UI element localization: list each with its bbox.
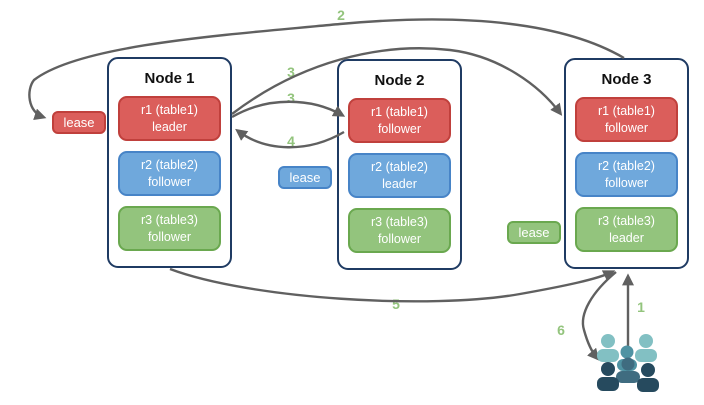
replica-name: r3 (table3)	[141, 213, 198, 228]
replica-name: r2 (table2)	[141, 158, 198, 173]
replica-name: r1 (table1)	[598, 104, 655, 119]
replica-role: leader	[609, 230, 644, 245]
arrow-6-node3-to-clients	[581, 271, 617, 361]
replica-role: follower	[147, 174, 192, 189]
replica-name: r3 (table3)	[371, 215, 428, 230]
node2-replica-r1-table1: r1 (table1) follower	[348, 98, 451, 143]
replica-name: r1 (table1)	[141, 103, 198, 118]
step-label-6: 6	[557, 322, 565, 338]
step-label-4: 4	[287, 133, 295, 149]
replica-name: r2 (table2)	[598, 159, 655, 174]
step-label-3b: 3	[287, 90, 295, 106]
node-1-card: Node 1 r1 (table1) leader r2 (table2) fo…	[107, 57, 232, 268]
node-3-title: Node 3	[601, 71, 652, 88]
people-group-icon	[597, 334, 659, 392]
node1-replica-r2-table2: r2 (table2) follower	[118, 151, 221, 196]
node3-replica-r2-table2: r2 (table2) follower	[575, 152, 678, 197]
replica-role: follower	[604, 175, 649, 190]
step-label-3a: 3	[287, 64, 295, 80]
node2-replica-r2-table2: r2 (table2) leader	[348, 153, 451, 198]
node-1-title: Node 1	[144, 70, 195, 87]
replica-role: follower	[377, 231, 422, 246]
node-3-card: Node 3 r1 (table1) follower r2 (table2) …	[564, 58, 689, 269]
replica-name: r1 (table1)	[371, 105, 428, 120]
replica-role: leader	[152, 119, 187, 134]
arrow-5-node1-to-node3	[169, 267, 616, 303]
replica-role: leader	[382, 176, 417, 191]
node3-replica-r1-table1: r1 (table1) follower	[575, 97, 678, 142]
replica-name: r3 (table3)	[598, 214, 655, 229]
lease-badge-table3: lease	[507, 221, 561, 244]
step-label-2: 2	[337, 7, 345, 23]
step-label-1: 1	[637, 299, 645, 315]
replica-role: follower	[377, 121, 422, 136]
lease-badge-table1: lease	[52, 111, 106, 134]
node1-replica-r3-table3: r3 (table3) follower	[118, 206, 221, 251]
node2-replica-r3-table3: r3 (table3) follower	[348, 208, 451, 253]
node1-replica-r1-table1: r1 (table1) leader	[118, 96, 221, 141]
replica-role: follower	[604, 120, 649, 135]
node-2-card: Node 2 r1 (table1) follower r2 (table2) …	[337, 59, 462, 270]
replica-role: follower	[147, 229, 192, 244]
node3-replica-r3-table3: r3 (table3) leader	[575, 207, 678, 252]
step-label-5: 5	[392, 296, 400, 312]
replica-name: r2 (table2)	[371, 160, 428, 175]
lease-badge-table2: lease	[278, 166, 332, 189]
node-2-title: Node 2	[374, 72, 425, 89]
